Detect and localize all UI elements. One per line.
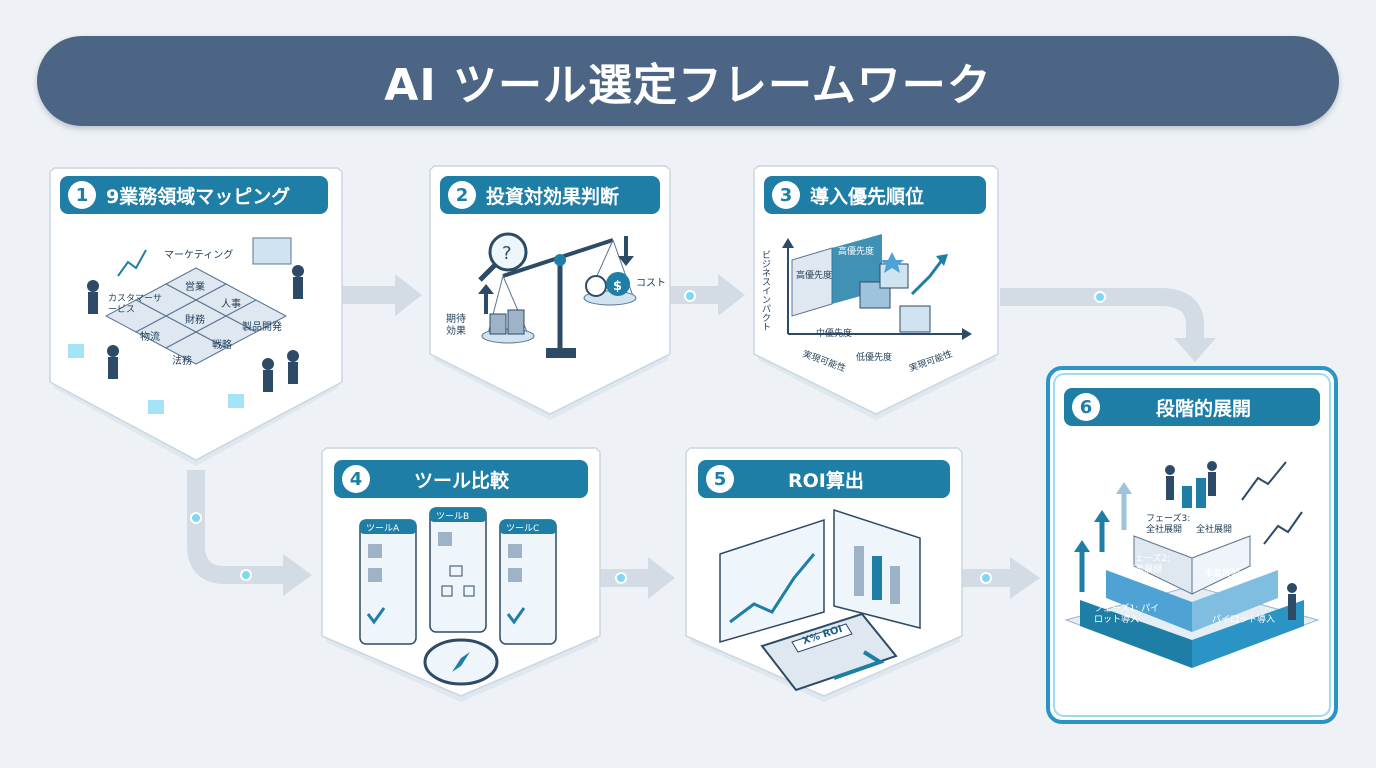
domain-label-strategy: 戦略 [212, 340, 232, 351]
phase1-label: フェーズ1: パイロット導入 [1094, 604, 1160, 625]
domain-label-product-dev: 製品開発 [242, 322, 282, 333]
cost-label: コスト [636, 278, 666, 289]
step-number-badge: 3 [772, 181, 800, 209]
step-card-1: 1 9業務領域マッピング マーケティング 営業 人事 カスタマーサービス 財務 … [48, 166, 344, 472]
domain-label-hr: 人事 [221, 299, 241, 310]
phase2-name: 事業展開 [1204, 569, 1241, 579]
step-header: 6 段階的展開 [1064, 388, 1320, 426]
quadrant-high-priority-1: 高優先度 [796, 271, 833, 281]
balance-scale-illustration: ? $ [478, 232, 637, 358]
domain-label-logistics: 物流 [140, 332, 160, 343]
svg-text:$: $ [613, 279, 622, 294]
business-domain-grid [68, 237, 304, 414]
step-header: 1 9業務領域マッピング [60, 176, 328, 214]
step-title: 投資対効果判断 [486, 185, 620, 208]
roi-illustration [719, 508, 921, 692]
domain-label-legal: 法務 [172, 356, 192, 367]
step-header: 4 ツール比較 [334, 460, 588, 498]
title-banner: AI ツール選定フレームワーク [37, 36, 1339, 126]
step-card-4: 4 ツール比較 ツールA ツールB ツールC [320, 446, 602, 708]
svg-text:?: ? [502, 243, 512, 264]
step-card-2: 2 投資対効果判断 ? $ 期待効果 コスト [428, 164, 672, 426]
phase3-label: フェーズ3: 全社展開 [1146, 514, 1191, 535]
domain-label-customer-service: カスタマーサービス [108, 294, 162, 315]
step-title: 9業務領域マッピング [106, 185, 291, 208]
step-number-badge: 2 [448, 181, 476, 209]
page-title: AI ツール選定フレームワーク [384, 60, 992, 111]
phase2-label: フェーズ2: 事業展開 [1126, 554, 1171, 575]
y-axis-label: ビジネスインパクト [762, 251, 772, 333]
step-number-badge: 1 [68, 181, 96, 209]
tool-a-label: ツールA [366, 524, 400, 534]
priority-matrix [782, 234, 972, 340]
tool-b-label: ツールB [436, 512, 470, 522]
domain-label-marketing: マーケティング [164, 250, 234, 261]
step-card-3: 3 導入優先順位 ビジネスインパクト 実現可能性 高優先度 高優先度 中優先度 … [752, 164, 1000, 426]
tool-comparison-cards [359, 507, 557, 686]
card-shape [429, 165, 671, 420]
domain-label-finance: 財務 [185, 315, 205, 326]
quadrant-high-priority-2: 高優先度 [838, 247, 875, 257]
quadrant-medium-priority: 中優先度 [816, 329, 853, 339]
step-card-6: 6 段階的展開 フェーズ3: 全社展開 全社展開 フェーズ2: 事業展開 事業展… [1046, 366, 1338, 724]
arrow-3-6 [1000, 288, 1204, 338]
arrow-1-4 [187, 470, 283, 584]
phase1-name: パイロット導入 [1212, 615, 1276, 625]
phased-rollout-pyramid [1064, 461, 1320, 668]
step-header: 5 ROI算出 [698, 460, 950, 498]
step-number-badge: 5 [706, 465, 734, 493]
step-title: 段階的展開 [1156, 397, 1252, 420]
step-card-5: 5 ROI算出 X% ROI [684, 446, 964, 708]
expected-effect-label: 期待効果 [446, 314, 466, 337]
step-title: ツール比較 [414, 469, 510, 492]
tool-c-label: ツールC [506, 524, 540, 534]
phase3-name: 全社展開 [1196, 525, 1233, 535]
step-header: 3 導入優先順位 [764, 176, 986, 214]
step-number-badge: 6 [1072, 393, 1100, 421]
quadrant-low-priority: 低優先度 [856, 353, 893, 363]
step-title: ROI算出 [788, 469, 864, 492]
step-number-badge: 4 [342, 465, 370, 493]
domain-label-sales: 営業 [185, 282, 205, 293]
step-header: 2 投資対効果判断 [440, 176, 660, 214]
step-title: 導入優先順位 [810, 185, 925, 208]
